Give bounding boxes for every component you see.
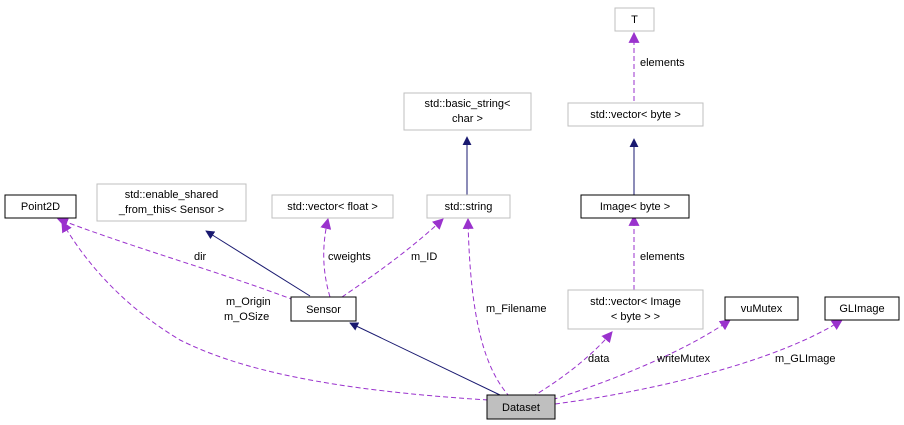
node-std-string[interactable]: std::string bbox=[426, 194, 511, 219]
node-image-byte-label: Image< byte > bbox=[600, 201, 670, 213]
node-enable-shared[interactable]: std::enable_shared _from_this< Sensor > bbox=[96, 183, 247, 222]
edge-label-m-filename: m_Filename bbox=[486, 303, 547, 315]
edge-label-write-mutex: writeMutex bbox=[656, 353, 711, 365]
edge-string-mid bbox=[341, 218, 444, 298]
node-glimage[interactable]: GLImage bbox=[824, 296, 900, 321]
node-vector-float[interactable]: std::vector< float > bbox=[271, 194, 394, 219]
node-vector-float-label: std::vector< float > bbox=[287, 201, 378, 213]
edge-glimage-mglimage bbox=[554, 319, 843, 405]
edge-label-dir: dir bbox=[194, 251, 207, 263]
edge-point2d-origin bbox=[61, 221, 489, 401]
node-vector-image-label-2: < byte > > bbox=[611, 311, 660, 323]
node-vector-image-label-1: std::vector< Image bbox=[590, 296, 681, 308]
node-basic-string-label-1: std::basic_string< bbox=[425, 98, 511, 110]
node-vumutex[interactable]: vuMutex bbox=[724, 296, 799, 321]
edge-label-elements-top: elements bbox=[640, 57, 685, 69]
node-vector-image[interactable]: std::vector< Image < byte > > bbox=[567, 289, 704, 330]
edge-label-cweights: cweights bbox=[328, 251, 371, 263]
node-dataset-label: Dataset bbox=[502, 402, 540, 414]
edge-sensor-to-dataset bbox=[349, 322, 501, 396]
node-basic-string-label-2: char > bbox=[452, 113, 483, 125]
edge-vectorimage-data bbox=[531, 331, 613, 398]
node-point2d[interactable]: Point2D bbox=[4, 194, 77, 219]
edge-point2d-dir bbox=[56, 217, 295, 301]
node-glimage-label: GLImage bbox=[839, 303, 884, 315]
node-sensor-label: Sensor bbox=[306, 304, 341, 316]
edge-string-filename bbox=[462, 217, 511, 398]
node-sensor[interactable]: Sensor bbox=[290, 296, 357, 322]
edge-vumutex-writemutex bbox=[544, 319, 731, 403]
node-enable-shared-label-1: std::enable_shared bbox=[125, 189, 219, 201]
node-dataset[interactable]: Dataset bbox=[486, 394, 556, 420]
edge-label-m-osize: m_OSize bbox=[224, 311, 269, 323]
node-std-string-label: std::string bbox=[445, 201, 493, 213]
node-image-byte[interactable]: Image< byte > bbox=[580, 194, 690, 219]
node-point2d-label: Point2D bbox=[21, 201, 60, 213]
edge-label-data: data bbox=[588, 353, 610, 365]
edge-enableshared-to-sensor bbox=[205, 230, 311, 297]
edge-label-m-origin: m_Origin bbox=[226, 296, 271, 308]
edge-label-m-id: m_ID bbox=[411, 251, 437, 263]
edge-label-m-glimage: m_GLImage bbox=[775, 353, 836, 365]
node-vector-byte-label: std::vector< byte > bbox=[590, 109, 681, 121]
node-basic-string[interactable]: std::basic_string< char > bbox=[403, 92, 532, 131]
node-vector-byte[interactable]: std::vector< byte > bbox=[567, 102, 704, 127]
node-T[interactable]: T bbox=[614, 7, 655, 32]
node-T-label: T bbox=[631, 14, 638, 26]
node-vumutex-label: vuMutex bbox=[741, 303, 783, 315]
node-enable-shared-label-2: _from_this< Sensor > bbox=[118, 204, 224, 216]
edge-label-elements-mid: elements bbox=[640, 251, 685, 263]
